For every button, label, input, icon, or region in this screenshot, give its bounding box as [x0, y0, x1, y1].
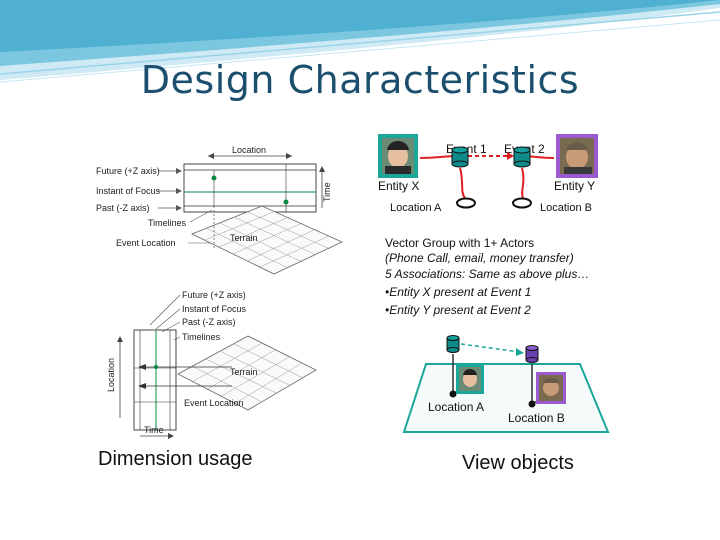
- top-time-label: Time: [322, 182, 332, 202]
- view-cylinder-purple: [525, 345, 539, 363]
- bottom-terrain-grid: [177, 335, 317, 411]
- view-objects-diagram: Location A Location B: [402, 335, 610, 433]
- view-location-a-label: Location A: [428, 400, 484, 414]
- location-a-marker: [456, 197, 476, 209]
- caption-view-objects: View objects: [462, 452, 574, 474]
- bottom-event-location-label: Event Location: [184, 398, 244, 408]
- location-b-label: Location B: [540, 202, 592, 214]
- vector-group-description: Vector Group with 1+ Actors (Phone Call,…: [385, 236, 589, 317]
- bottom-location-label: Location: [106, 358, 116, 392]
- bottom-timelines-label: Timelines: [182, 332, 221, 342]
- view-location-b-label: Location B: [508, 411, 565, 425]
- event1-cylinder: [451, 146, 469, 168]
- bottom-terrain-label: Terrain: [230, 367, 258, 377]
- top-location-label: Location: [232, 145, 266, 155]
- vector-line-3: 5 Associations: Same as above plus…: [385, 267, 589, 281]
- entity-y-photo: [556, 134, 598, 178]
- top-instant-label: Instant of Focus: [96, 186, 161, 196]
- vector-line-2: (Phone Call, email, money transfer): [385, 251, 574, 265]
- location-b-marker: [512, 197, 532, 209]
- entity-event-diagram: Event 1 Event 2 Entity X Entity Y Locati…: [378, 134, 598, 214]
- vector-line-4: •Entity X present at Event 1: [385, 285, 531, 299]
- entity-y-label: Entity Y: [554, 179, 595, 193]
- slide-title: Design Characteristics: [140, 58, 580, 102]
- header-wave: [0, 0, 720, 83]
- vector-line-5: •Entity Y present at Event 2: [385, 303, 531, 317]
- top-terrain-grid: [191, 205, 343, 275]
- view-cylinder-teal: [446, 335, 460, 353]
- top-event-location-label: Event Location: [116, 238, 176, 248]
- location-a-label: Location A: [390, 202, 442, 214]
- bottom-instant-label: Instant of Focus: [182, 304, 247, 314]
- bottom-past-label: Past (-Z axis): [182, 317, 236, 327]
- top-terrain-label: Terrain: [230, 233, 258, 243]
- entity-x-label: Entity X: [378, 179, 419, 193]
- view-entity-x-photo: [456, 364, 484, 394]
- top-future-label: Future (+Z axis): [96, 166, 160, 176]
- view-plane: [402, 363, 610, 433]
- entity-x-photo: [378, 134, 418, 178]
- event2-cylinder: [513, 146, 531, 168]
- figure-panel: Location Time Future (+Z axis) Instant o…: [80, 122, 628, 476]
- bottom-future-label: Future (+Z axis): [182, 290, 246, 300]
- top-past-label: Past (-Z axis): [96, 203, 150, 213]
- caption-dimension-usage: Dimension usage: [98, 448, 253, 470]
- vector-line-1: Vector Group with 1+ Actors: [385, 236, 534, 250]
- top-timelines-label: Timelines: [148, 218, 187, 228]
- timeline-diagram-top: Location Time Future (+Z axis) Instant o…: [96, 145, 343, 275]
- timeline-diagram-bottom: Future (+Z axis) Instant of Focus Past (…: [106, 290, 317, 439]
- view-entity-y-photo: [536, 372, 566, 404]
- bottom-time-label: Time: [144, 425, 164, 435]
